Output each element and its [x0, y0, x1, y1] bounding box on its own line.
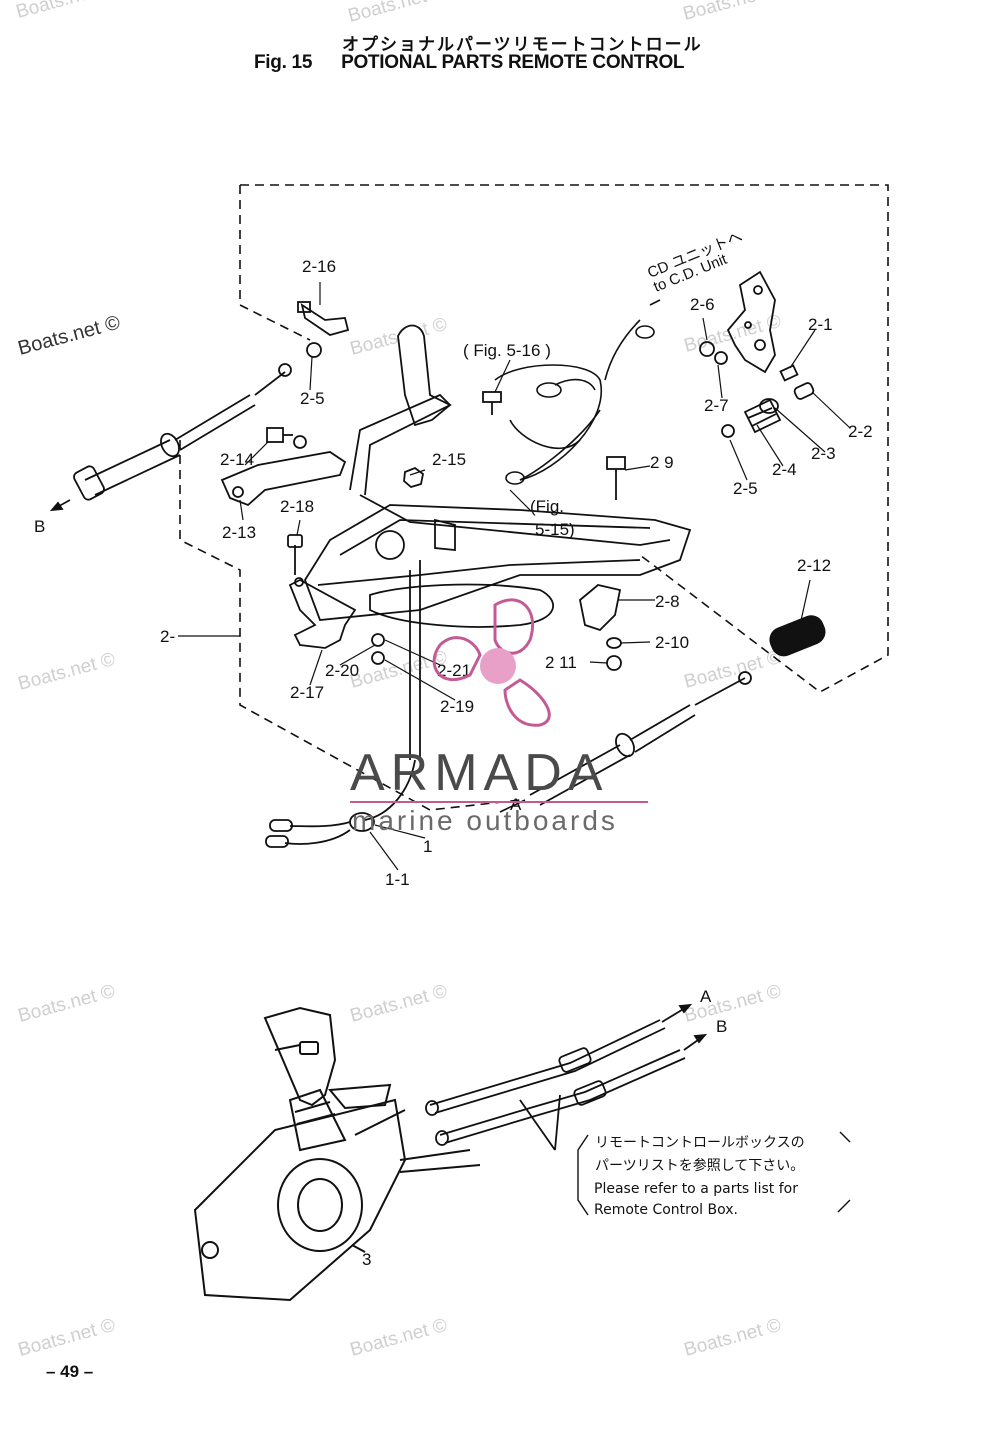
callout-2-4: 2-4	[772, 460, 797, 479]
remote-control-box	[193, 1006, 481, 1302]
callout-2-20: 2-20	[325, 661, 359, 680]
assembly-boundary-dashed	[179, 184, 889, 811]
callout-cable-a: A	[510, 795, 522, 814]
callout-2-14: 2-14	[220, 450, 254, 469]
callout-2-19: 2-19	[440, 697, 474, 716]
cable-joint-2-16	[297, 301, 350, 358]
callout-1-1: 1-1	[385, 870, 410, 889]
cable-b-upper	[49, 363, 292, 512]
callout-2-15: 2-15	[432, 450, 466, 469]
note-jp-line2: パーツリストを参照して下さい。	[595, 1157, 804, 1174]
figure-title: Fig. 15 POTIONAL PARTS REMOTE CONTROL	[254, 52, 685, 74]
throttle-link-bracket	[699, 270, 815, 438]
switch-bracket-2-17	[287, 534, 385, 665]
callout-2-18: 2-18	[280, 497, 314, 516]
note-en-line2: Remote Control Box.	[594, 1202, 738, 1218]
callout-2: 2-	[160, 627, 175, 646]
callout-2-13: 2-13	[222, 523, 256, 542]
base-bracket	[304, 393, 692, 760]
watermark-text: Boats.net ©	[16, 1315, 118, 1361]
callout-2-1: 2-1	[808, 315, 833, 334]
callout-2-16: 2-16	[302, 257, 336, 276]
neutral-switch-leads	[265, 759, 416, 848]
callout-2-9: 2 9	[650, 453, 674, 472]
callout-3: 3	[362, 1250, 371, 1269]
watermark-text: Boats.net ©	[16, 649, 118, 695]
callout-fig-5-16: ( Fig. 5-16 )	[463, 341, 551, 360]
cable-a-upper	[499, 671, 752, 813]
callout-2-5: 2-5	[300, 389, 325, 408]
callout-2-11: 2 11	[545, 653, 577, 672]
leader-lines	[178, 282, 851, 871]
misc-hardware	[403, 391, 826, 671]
armada-logo: ARMADA marine outboards	[350, 598, 648, 836]
brand-watermark: ARMADA	[350, 744, 608, 802]
callout-2-8: 2-8	[655, 592, 680, 611]
callout-2-12: 2-12	[797, 556, 831, 575]
watermark-text: Boats.net ©	[348, 981, 450, 1027]
watermark-text: Boats.net ©	[682, 981, 784, 1027]
figure-title-english: POTIONAL PARTS REMOTE CONTROL	[341, 52, 685, 73]
callout-lower-a: A	[700, 987, 712, 1006]
figure-number: Fig. 15	[254, 52, 313, 73]
watermark-text: Boats.net ©	[16, 981, 118, 1027]
brand-subtitle: marine outboards	[352, 805, 618, 836]
title-japanese: オプショナルパーツリモートコントロール	[342, 35, 703, 55]
remote-cables	[425, 1003, 708, 1151]
page-number: – 49 –	[46, 1362, 94, 1381]
callout-2-6: 2-6	[690, 295, 715, 314]
watermark-text: Boats.net ©	[14, 0, 116, 23]
watermark-text: Boats.net ©	[682, 1315, 784, 1361]
watermark-text: Boats.net ©	[682, 311, 784, 357]
callout-cable-b: B	[34, 517, 45, 536]
callout-2-2: 2-2	[848, 422, 873, 441]
callout-2-10: 2-10	[655, 633, 689, 652]
callout-2-5-right: 2-5	[733, 479, 758, 498]
watermark-text: Boats.net ©	[348, 1315, 450, 1361]
wiring-harness	[494, 299, 661, 485]
watermark-layer: Boats.net © Boats.net © Boats.net © Boat…	[14, 0, 784, 1361]
callout-2-21: 2-21	[437, 661, 471, 680]
watermark-text-dark: Boats.net ©	[16, 311, 123, 359]
watermark-text: Boats.net ©	[681, 0, 783, 25]
watermark-text: Boats.net ©	[682, 647, 784, 693]
callout-fig-5-15-top: (Fig.	[530, 497, 564, 516]
callout-2-3: 2-3	[811, 444, 836, 463]
callout-1: 1	[423, 837, 432, 856]
callout-2-17: 2-17	[290, 683, 324, 702]
note-en-line1: Please refer to a parts list for	[594, 1181, 798, 1197]
callout-2-7: 2-7	[704, 396, 729, 415]
throttle-lever-arm	[397, 324, 452, 427]
callout-fig-5-15-bottom: 5-15)	[535, 520, 575, 539]
note-jp-line1: リモートコントロールボックスの	[595, 1135, 805, 1151]
cable-clamp-2-13	[220, 427, 347, 507]
callout-lower-b: B	[716, 1017, 727, 1036]
watermark-text: Boats.net ©	[346, 0, 448, 27]
note-box: リモートコントロールボックスの パーツリストを参照して下さい。 Please r…	[577, 1131, 851, 1218]
